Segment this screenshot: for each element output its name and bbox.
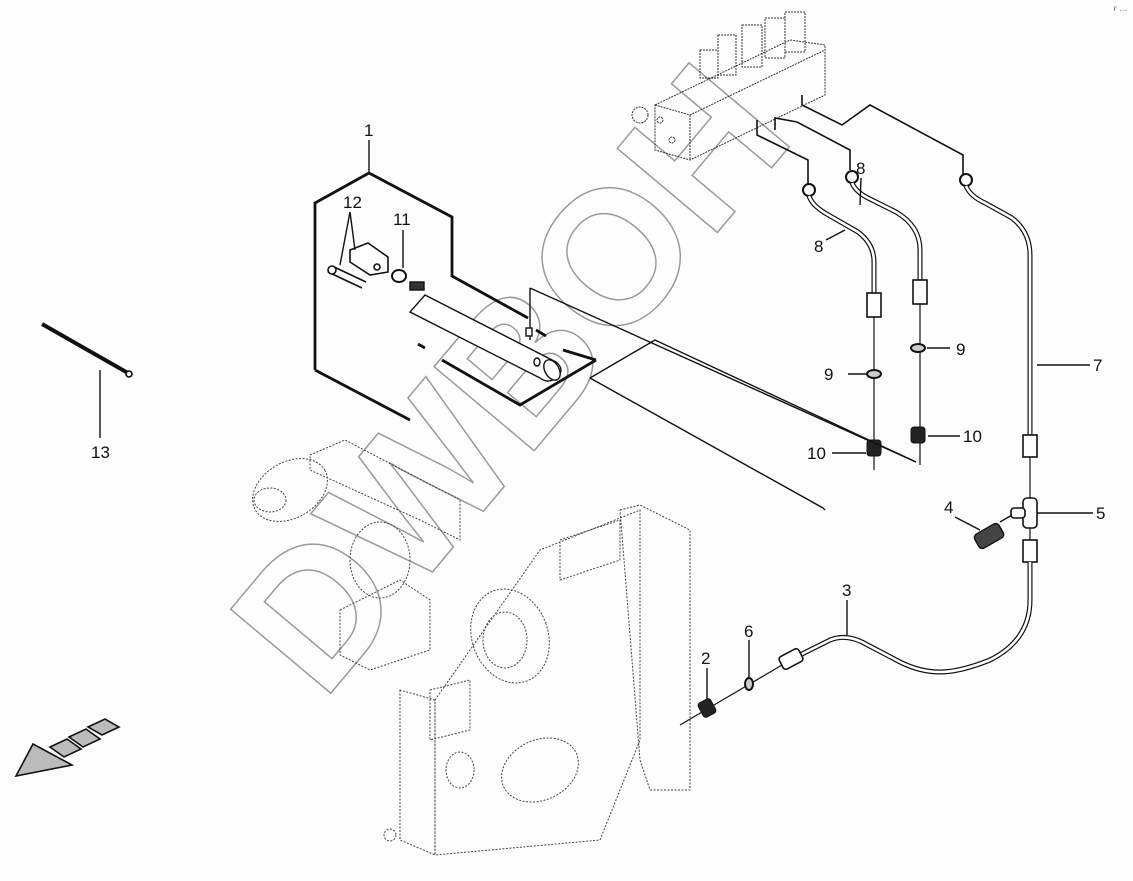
callout-10a: 10 <box>807 444 826 463</box>
machine-frame <box>252 439 691 856</box>
assembly-outline-1 <box>313 171 597 422</box>
callout-2: 2 <box>701 649 710 668</box>
callout-9a: 9 <box>824 365 833 384</box>
tee-fitting-5 <box>1010 497 1038 529</box>
clevis-12 <box>327 242 389 289</box>
callout-12: 12 <box>343 193 362 212</box>
watermark: DWBOH <box>191 26 830 730</box>
callout-7: 7 <box>1093 356 1102 375</box>
callout-13: 13 <box>91 443 110 462</box>
test-coupling-4 <box>973 514 1013 550</box>
pipe-3 <box>679 528 1038 726</box>
callout-10b: 10 <box>963 427 982 446</box>
callout-8a: 8 <box>856 159 865 178</box>
pipe-7 <box>959 173 1038 500</box>
adapter-fitting-2 <box>697 698 717 718</box>
pipe-8a <box>802 183 882 470</box>
pipe-8b <box>845 170 928 465</box>
cable-tie-13 <box>41 322 133 378</box>
nut-11 <box>391 269 407 283</box>
callout-labels: 1 2 3 4 5 6 7 8 8 9 9 10 10 11 12 13 <box>91 121 1105 668</box>
hose-routes <box>756 95 964 185</box>
callout-3: 3 <box>842 581 851 600</box>
callout-11: 11 <box>393 210 411 229</box>
leader-lines <box>99 140 1093 700</box>
callout-4: 4 <box>944 498 953 517</box>
hydraulic-cylinder <box>408 281 562 382</box>
callout-9b: 9 <box>956 340 965 359</box>
valve-block <box>631 11 826 161</box>
watermark-text: DWBOH <box>192 27 829 729</box>
callout-6: 6 <box>744 622 753 641</box>
callout-5: 5 <box>1096 504 1105 523</box>
direction-arrow-icon <box>14 718 121 778</box>
cylinder-outline <box>529 287 917 511</box>
callout-8b: 8 <box>814 237 823 256</box>
callout-1: 1 <box>364 121 373 140</box>
corner-mark: r ... <box>1113 4 1127 13</box>
seal-ring-6 <box>744 677 754 691</box>
